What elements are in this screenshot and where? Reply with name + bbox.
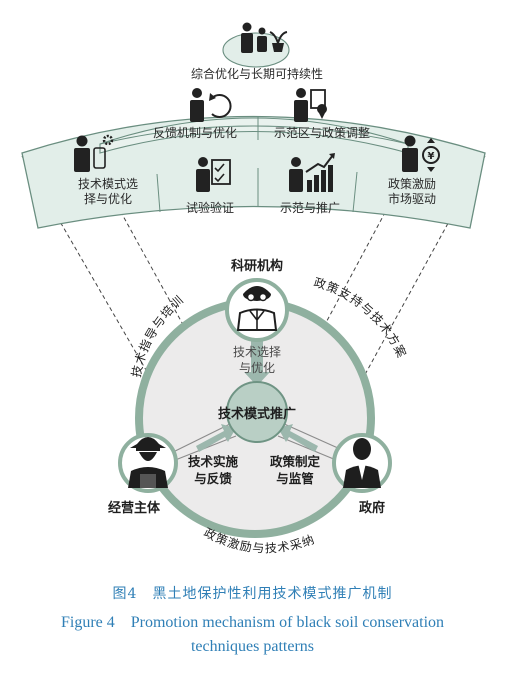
center-label: 技术模式推广 [218,406,296,422]
flow-research-1: 技术选择 [233,345,281,359]
center-node [226,381,288,443]
fan-row2-label-4a: 政策激励 [388,177,436,191]
fan-band [21,32,486,229]
farmer-icon [128,437,168,488]
flow-farmer-2: 与反馈 [194,471,232,486]
fan-row2-label-3: 示范与推广 [280,201,340,215]
research-label: 科研机构 [231,258,283,274]
figure-caption-en: Figure 4 Promotion mechanism of black so… [0,611,505,659]
official-icon [343,438,381,488]
arrow-farmer-right [196,424,236,452]
fan-row2-label-1b: 择与优化 [84,192,132,206]
fan-dividers [156,117,358,213]
arrow-research-down [244,338,270,386]
person-chart-icon [289,153,335,192]
person-map-pin-icon [294,88,327,122]
mechanism-diagram: ¥ 综合优化与长期可持续性 反馈机制与优化 示范区与政策调整 技术模式选 择与优… [21,22,486,555]
fan-row1-label-2: 示范区与政策调整 [274,125,370,140]
figure-caption-cn: 图4 黑土地保护性利用技术模式推广机制 [112,586,393,602]
farmer-node: 经营主体 [108,433,178,516]
flow-labels-bold: 技术实施 与反馈 政策制定 与监管 [188,454,321,486]
fan-separator-curve [99,125,409,145]
figure-caption-en-line-1: Figure 4 Promotion mechanism of black so… [60,614,445,631]
ring-diagram: 技术模式推广 科研机构 经营主体 [108,258,409,555]
flow-gov-1: 政策制定 [270,454,321,469]
flow-research-2: 与优化 [239,361,275,375]
fan-top-label: 综合优化与长期可持续性 [191,66,323,81]
person-cycle-icon [190,88,232,122]
fan-row2-label-1a: 技术模式选 [78,177,138,191]
people-plant-icon [241,22,288,53]
person-gear-icon [74,134,114,172]
fan-row2-label-2: 试验验证 [186,200,234,215]
fan-row1-label-1: 反馈机制与优化 [153,126,237,140]
fan-top-oval [222,32,290,68]
flow-farmer-1: 技术实施 [188,454,239,469]
svg-text:¥: ¥ [428,151,435,162]
flow-labels: 技术选择 与优化 [233,345,281,375]
scientist-icon [236,286,278,331]
farmer-label: 经营主体 [108,500,161,516]
government-node: 政府 [332,433,392,516]
fan-labels: 综合优化与长期可持续性 反馈机制与优化 示范区与政策调整 技术模式选 择与优化 … [78,66,436,215]
person-coin-icon: ¥ [402,135,440,172]
figure-caption-en-line-2: techniques patterns [190,638,315,655]
arrow-gov-left [278,424,318,452]
fan-row2-label-4b: 市场驱动 [388,191,436,206]
government-label: 政府 [359,500,385,516]
flow-arrows [196,338,318,452]
research-node: 科研机构 [225,258,289,342]
flow-gov-2: 与监管 [276,471,314,486]
person-checklist-icon [196,157,231,192]
fan-outer-band [21,115,486,229]
